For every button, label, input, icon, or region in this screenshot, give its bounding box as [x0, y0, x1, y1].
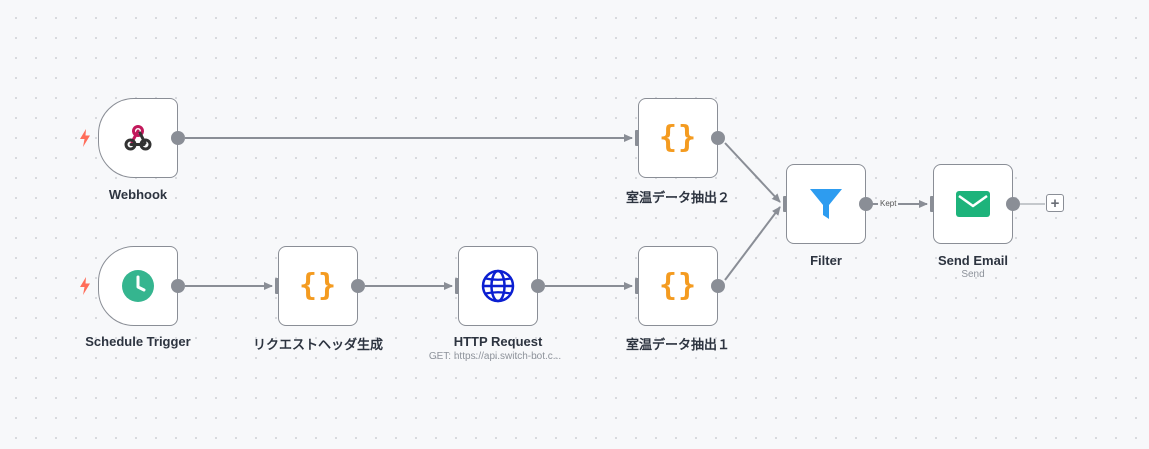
- envelope-icon: [955, 190, 991, 218]
- filter-icon: [808, 186, 844, 222]
- send-email-node-subtitle: Send: [961, 269, 985, 280]
- code-braces-icon: {}: [658, 268, 698, 303]
- filter-node[interactable]: [786, 164, 866, 244]
- extract-temp-1-output-handle[interactable]: [711, 279, 725, 293]
- add-node-button[interactable]: +: [1046, 194, 1064, 212]
- code-braces-icon: {}: [298, 268, 338, 303]
- webhook-output-handle[interactable]: [171, 131, 185, 145]
- filter-output-handle[interactable]: [859, 197, 873, 211]
- webhook-node[interactable]: [98, 98, 178, 178]
- extract-temp-2-node-title: 室温データ抽出２: [625, 190, 730, 205]
- request-header-node-title: リクエストヘッダ生成: [252, 337, 383, 352]
- trigger-bolt-icon: [80, 277, 90, 295]
- clock-icon: [121, 269, 155, 303]
- http-request-node-subtitle: GET: https://api.switch-bot.c...: [428, 351, 562, 362]
- code-braces-icon: {}: [658, 120, 698, 155]
- extract-temp-2-node[interactable]: {}: [638, 98, 718, 178]
- webhook-node-title: Webhook: [108, 187, 168, 202]
- schedule-trigger-output-handle[interactable]: [171, 279, 185, 293]
- request-header-node[interactable]: {}: [278, 246, 358, 326]
- schedule-trigger-node[interactable]: [98, 246, 178, 326]
- send-email-node[interactable]: [933, 164, 1013, 244]
- trigger-bolt-icon: [80, 129, 90, 147]
- globe-icon: [481, 269, 515, 303]
- filter-node-title: Filter: [810, 253, 842, 268]
- filter-kept-label: Kept: [878, 199, 899, 209]
- connection-extract2-to-filter[interactable]: [724, 142, 781, 203]
- http-request-node-title: HTTP Request: [453, 334, 543, 349]
- extract-temp-1-node-title: 室温データ抽出１: [625, 337, 730, 352]
- extract-temp-1-node[interactable]: {}: [638, 246, 718, 326]
- send-email-output-handle[interactable]: [1006, 197, 1020, 211]
- extract-temp-2-output-handle[interactable]: [711, 131, 725, 145]
- http-request-node[interactable]: [458, 246, 538, 326]
- http-request-output-handle[interactable]: [531, 279, 545, 293]
- webhook-icon: [122, 122, 154, 154]
- connection-extract1-to-filter[interactable]: [724, 206, 781, 281]
- request-header-output-handle[interactable]: [351, 279, 365, 293]
- send-email-node-title: Send Email: [937, 253, 1009, 268]
- schedule-trigger-node-title: Schedule Trigger: [85, 334, 191, 349]
